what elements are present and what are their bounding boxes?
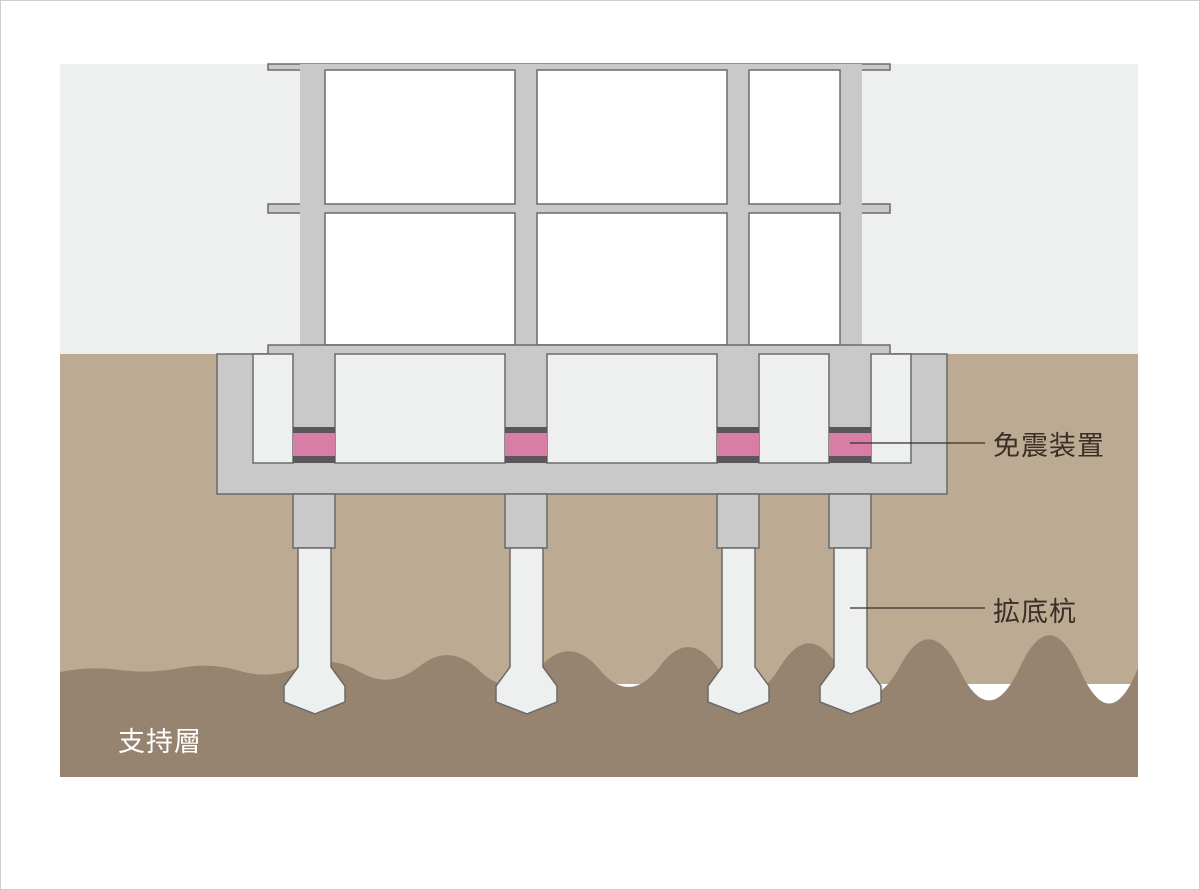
piles [283, 493, 882, 715]
isolator-4 [829, 427, 871, 463]
pile-3 [707, 493, 770, 715]
isolator-label: 免震装置 [993, 431, 1105, 462]
pile-2 [495, 493, 558, 715]
isolators [293, 427, 871, 463]
pile-1 [283, 493, 346, 715]
isolator-1 [293, 427, 335, 463]
foundation-pit [216, 344, 948, 495]
isolator-3 [717, 427, 759, 463]
pile-4 [819, 493, 882, 715]
isolator-2 [505, 427, 547, 463]
pile-label: 拡底杭 [993, 597, 1077, 628]
bearing-layer-label: 支持層 [118, 727, 202, 758]
building-frame [267, 63, 891, 355]
